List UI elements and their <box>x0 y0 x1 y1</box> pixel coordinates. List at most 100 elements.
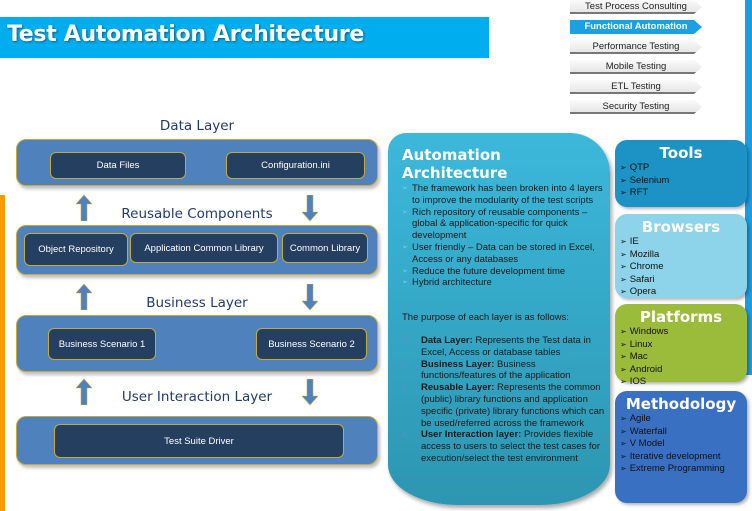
box-data-files: Data Files <box>50 152 186 179</box>
platforms-card: Platforms ➢Windows ➢Linux ➢Mac ➢Android … <box>615 304 747 387</box>
nav-item-mobile-testing[interactable]: Mobile Testing <box>570 60 702 74</box>
architecture-bullets: The framework has been broken into 4 lay… <box>402 183 607 289</box>
purpose-number: 1. <box>402 336 409 345</box>
purpose-list: 1.Data Layer: Represents the Test data i… <box>402 335 608 465</box>
tools-list: ➢QTP ➢Selenium ➢RFT <box>615 162 747 200</box>
browsers-list: ➢IE ➢Mozilla ➢Chrome ➢Safari ➢Opera <box>615 236 747 299</box>
bullet-arrow-icon: ➢ <box>620 188 627 197</box>
layer-user-interaction: Test Suite Driver <box>16 416 378 465</box>
accent-stripe-left <box>0 195 5 511</box>
browsers-card: Browsers ➢IE ➢Mozilla ➢Chrome ➢Safari ➢O… <box>615 214 747 298</box>
arrow-down-icon <box>302 284 318 310</box>
list-item: ➢Extreme Programming <box>620 463 747 476</box>
item-label: QTP <box>629 162 650 173</box>
purpose-term: Data Layer: <box>421 335 473 346</box>
item-label: V Model <box>629 438 665 449</box>
purpose-item: 1.Data Layer: Represents the Test data i… <box>402 335 608 359</box>
bullet-arrow-icon: ➢ <box>620 237 627 246</box>
list-item: ➢V Model <box>620 438 747 451</box>
bullet-arrow-icon: ➢ <box>620 274 627 284</box>
arrow-down-icon <box>302 195 318 221</box>
purpose-item: 2. Business Layer: Business functions/fea… <box>402 359 608 383</box>
panel-title: Automation Architecture <box>402 146 508 182</box>
list-item: ➢Iterative development <box>620 451 747 464</box>
bullet-arrow-icon: ➢ <box>620 175 627 185</box>
bullet-arrow-icon: ➢ <box>620 287 627 296</box>
nav-item-test-process-consulting[interactable]: Test Process Consulting <box>570 0 702 14</box>
box-common-library: Common Library <box>282 233 368 263</box>
purpose-item: 4.User Interaction layer: Provides flexi… <box>402 429 608 464</box>
item-label: Extreme Programming <box>629 463 725 474</box>
item-label: Iterative development <box>629 450 721 462</box>
list-item: ➢Windows <box>620 326 747 339</box>
purpose-desc: Represents the common (public) library f… <box>421 382 605 429</box>
purpose-desc: Provides flexible access to users to sel… <box>421 429 600 464</box>
purpose-term: Business Layer: <box>421 358 495 370</box>
layer-label-business: Business Layer <box>146 295 248 311</box>
purpose-intro: The purpose of each layer is as follows: <box>402 312 569 323</box>
item-label: Waterfall <box>629 425 667 437</box>
list-item: ➢Safari <box>620 274 747 287</box>
item-label: Mac <box>629 351 648 362</box>
layer-business: Business Scenario 1 Business Scenario 2 <box>16 315 378 372</box>
list-item: ➢IE <box>620 236 747 249</box>
box-business-scenario-2: Business Scenario 2 <box>256 328 367 360</box>
list-item: ➢Selenium <box>620 175 747 188</box>
box-object-repository: Object Repository <box>24 233 128 266</box>
nav-item-security-testing[interactable]: Security Testing <box>570 100 702 114</box>
bullet-arrow-icon: ➢ <box>620 327 627 336</box>
purpose-number: 3. <box>402 383 409 393</box>
nav-item-etl-testing[interactable]: ETL Testing <box>570 80 702 94</box>
purpose-desc: Business functions/features of the appli… <box>421 358 571 382</box>
item-label: Agile <box>629 413 651 424</box>
nav-item-performance-testing[interactable]: Performance Testing <box>570 40 702 54</box>
list-item: ➢QTP <box>620 162 747 175</box>
bullet-arrow-icon: ➢ <box>620 439 627 448</box>
layer-label-reusable: Reusable Components <box>121 206 273 222</box>
bullet-item: Hybrid architecture <box>402 277 607 289</box>
methodology-list: ➢Agile ➢Waterfall ➢V Model ➢Iterative de… <box>615 413 747 476</box>
list-item: ➢Android <box>620 364 747 377</box>
item-label: Windows <box>629 326 669 337</box>
title-bar: Test Automation Architecture <box>0 17 489 58</box>
card-title: Methodology <box>625 395 737 413</box>
list-item: ➢Waterfall <box>620 426 747 439</box>
purpose-number: 2. <box>402 359 409 369</box>
bullet-item: Reduce the future development time <box>402 266 607 278</box>
bullet-arrow-icon: ➢ <box>620 364 627 374</box>
bullet-arrow-icon: ➢ <box>620 451 627 461</box>
item-label: Opera <box>629 286 657 297</box>
item-label: IE <box>629 236 639 247</box>
box-configuration-ini: Configuration.ini <box>226 152 365 179</box>
card-title: Browsers <box>641 218 721 236</box>
methodology-card: Methodology ➢Agile ➢Waterfall ➢V Model ➢… <box>615 391 747 503</box>
list-item: ➢Mac <box>620 351 747 364</box>
nav-item-functional-automation[interactable]: Functional Automation <box>570 20 702 34</box>
automation-architecture-panel: Automation Architecture The framework ha… <box>388 133 610 505</box>
bullet-arrow-icon: ➢ <box>620 249 627 259</box>
bullet-arrow-icon: ➢ <box>620 262 627 271</box>
item-label: Selenium <box>629 174 670 186</box>
list-item: ➢IOS <box>620 376 747 389</box>
bullet-arrow-icon: ➢ <box>620 426 627 436</box>
layer-label-user-interaction: User Interaction Layer <box>121 389 273 405</box>
arrow-down-icon <box>302 379 318 405</box>
list-item: ➢Chrome <box>620 261 747 274</box>
list-item: ➢RFT <box>620 187 747 200</box>
page-title: Test Automation Architecture <box>7 22 365 47</box>
list-item: ➢Mozilla <box>620 249 747 262</box>
card-title: Tools <box>659 144 703 162</box>
item-label: Safari <box>629 273 655 285</box>
platforms-list: ➢Windows ➢Linux ➢Mac ➢Android ➢IOS <box>615 326 747 389</box>
purpose-term: Reusable Layer: <box>421 382 495 394</box>
bullet-arrow-icon: ➢ <box>620 352 627 361</box>
accent-stripe-right <box>745 0 752 375</box>
item-label: Mozilla <box>629 248 660 260</box>
item-label: RFT <box>629 187 649 198</box>
box-business-scenario-1: Business Scenario 1 <box>48 328 156 360</box>
bullet-item: Rich repository of reusable components –… <box>402 207 607 242</box>
box-application-common-library: Application Common Library <box>130 233 278 263</box>
bullet-arrow-icon: ➢ <box>620 464 627 473</box>
bullet-arrow-icon: ➢ <box>620 339 627 349</box>
bullet-arrow-icon: ➢ <box>620 377 627 386</box>
